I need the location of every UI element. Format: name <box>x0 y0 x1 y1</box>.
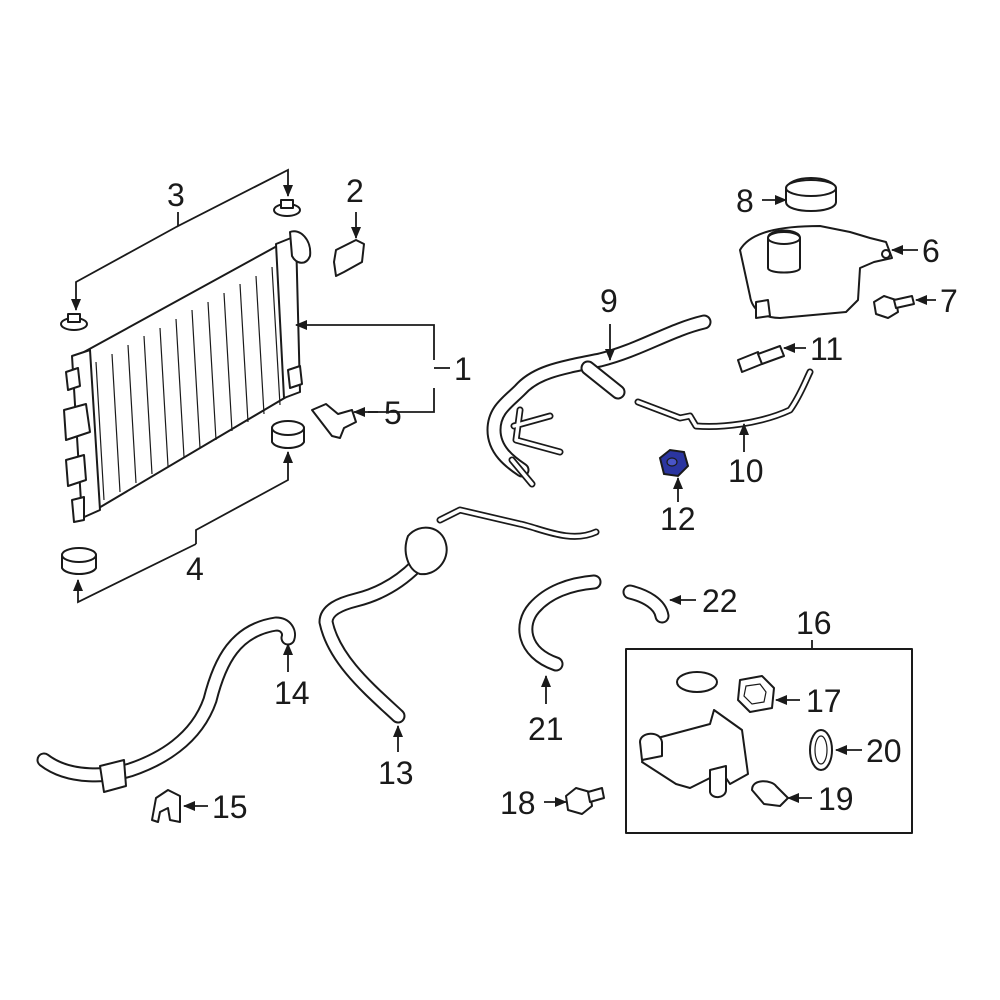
upper-radiator-hose[interactable] <box>36 616 296 793</box>
callout-12: 12 <box>660 501 696 537</box>
callout-20: 20 <box>866 733 902 769</box>
callout-19: 19 <box>818 781 854 817</box>
lower-isolator[interactable] <box>271 420 305 449</box>
seal-ring[interactable] <box>809 729 833 771</box>
lower-radiator-hose[interactable] <box>318 506 600 724</box>
mount-bracket[interactable] <box>333 239 365 277</box>
housing-gasket[interactable] <box>737 675 775 713</box>
callout-16: 16 <box>796 605 832 641</box>
gasket-o-ring[interactable] <box>676 671 718 693</box>
callout-3: 3 <box>167 177 185 213</box>
hose-clip[interactable] <box>151 789 181 823</box>
hose-clamp-nut[interactable] <box>658 448 690 478</box>
callout-10: 10 <box>728 453 764 489</box>
callout-6: 6 <box>922 233 940 269</box>
coolant-reservoir[interactable] <box>739 225 893 319</box>
upper-isolator[interactable] <box>273 199 301 217</box>
callout-5: 5 <box>384 395 402 431</box>
upper-isolator-left[interactable] <box>60 313 88 331</box>
callout-4: 4 <box>186 551 204 587</box>
callout-9: 9 <box>600 283 618 319</box>
hose-connector[interactable] <box>737 345 785 373</box>
callout-labels: 1 2 3 4 5 6 7 8 9 10 11 12 13 14 15 16 1… <box>167 173 958 825</box>
callout-15: 15 <box>212 789 248 825</box>
leader-lines <box>71 168 936 811</box>
reservoir-cap[interactable] <box>785 177 837 212</box>
callout-11: 11 <box>810 331 843 367</box>
callout-17: 17 <box>806 683 842 719</box>
drain-plug[interactable] <box>311 403 357 439</box>
bypass-hose[interactable] <box>634 368 814 430</box>
thermostat-housing[interactable] <box>639 709 749 798</box>
lower-isolator-left[interactable] <box>61 547 97 575</box>
sensor-plug[interactable] <box>751 780 789 807</box>
housing-bolt[interactable] <box>565 787 605 815</box>
callout-7: 7 <box>940 283 958 319</box>
callout-1: 1 <box>454 351 472 387</box>
reservoir-bolt[interactable] <box>873 295 915 319</box>
callout-14: 14 <box>274 675 310 711</box>
callout-22: 22 <box>702 583 738 619</box>
callout-8: 8 <box>736 183 754 219</box>
callout-13: 13 <box>378 755 414 791</box>
callout-18: 18 <box>500 785 536 821</box>
radiator[interactable] <box>63 230 312 523</box>
callout-2: 2 <box>346 173 364 209</box>
heater-hose-assembly[interactable] <box>486 314 712 488</box>
overflow-hose[interactable] <box>518 574 670 672</box>
callout-21: 21 <box>528 711 564 747</box>
